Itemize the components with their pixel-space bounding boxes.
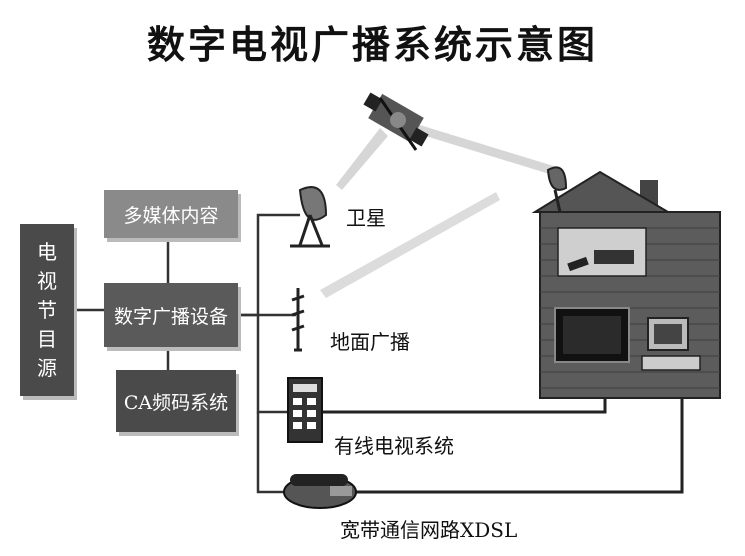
beam-satellite-to-dish	[336, 128, 388, 190]
antenna-tower-icon	[291, 288, 305, 352]
line-to-broadband	[256, 412, 285, 494]
source-char: 源	[37, 355, 57, 380]
telephone-icon	[283, 474, 357, 509]
source-char: 节	[37, 297, 57, 322]
satellite-label: 卫星	[346, 206, 386, 230]
beam-satellite-to-house	[406, 122, 560, 176]
house-satellite-dish	[546, 166, 568, 191]
diagram-title: 数字电视广播系统示意图	[146, 23, 598, 67]
source-char: 视	[37, 268, 57, 293]
connection-lines	[74, 213, 300, 494]
signal-beams	[320, 122, 560, 298]
satellite-icon	[363, 92, 429, 151]
ca-system-box: CA频码系统	[116, 370, 236, 432]
terrestrial-broadcast-label: 地面广播	[330, 330, 410, 354]
line-to-cable	[256, 315, 288, 414]
line-broadband-to-house	[355, 395, 684, 494]
tv-program-source-box: 电 视 节 目 源	[20, 224, 74, 396]
satellite-dish-icon	[290, 186, 330, 248]
line-to-satellite-dish	[238, 213, 300, 317]
beam-terrestrial-to-house	[320, 192, 500, 298]
multimedia-content-box: 多媒体内容	[104, 190, 238, 238]
cable-tv-device-icon	[287, 377, 323, 443]
house-dish-mast	[553, 189, 562, 213]
house-icon	[531, 166, 721, 399]
cable-tv-label: 有线电视系统	[334, 434, 454, 458]
source-char: 目	[37, 326, 57, 351]
broadband-network-label: 宽带通信网路XDSL	[340, 518, 518, 542]
digital-broadcast-equipment-box: 数字广播设备	[104, 283, 238, 347]
source-char: 电	[37, 239, 57, 264]
